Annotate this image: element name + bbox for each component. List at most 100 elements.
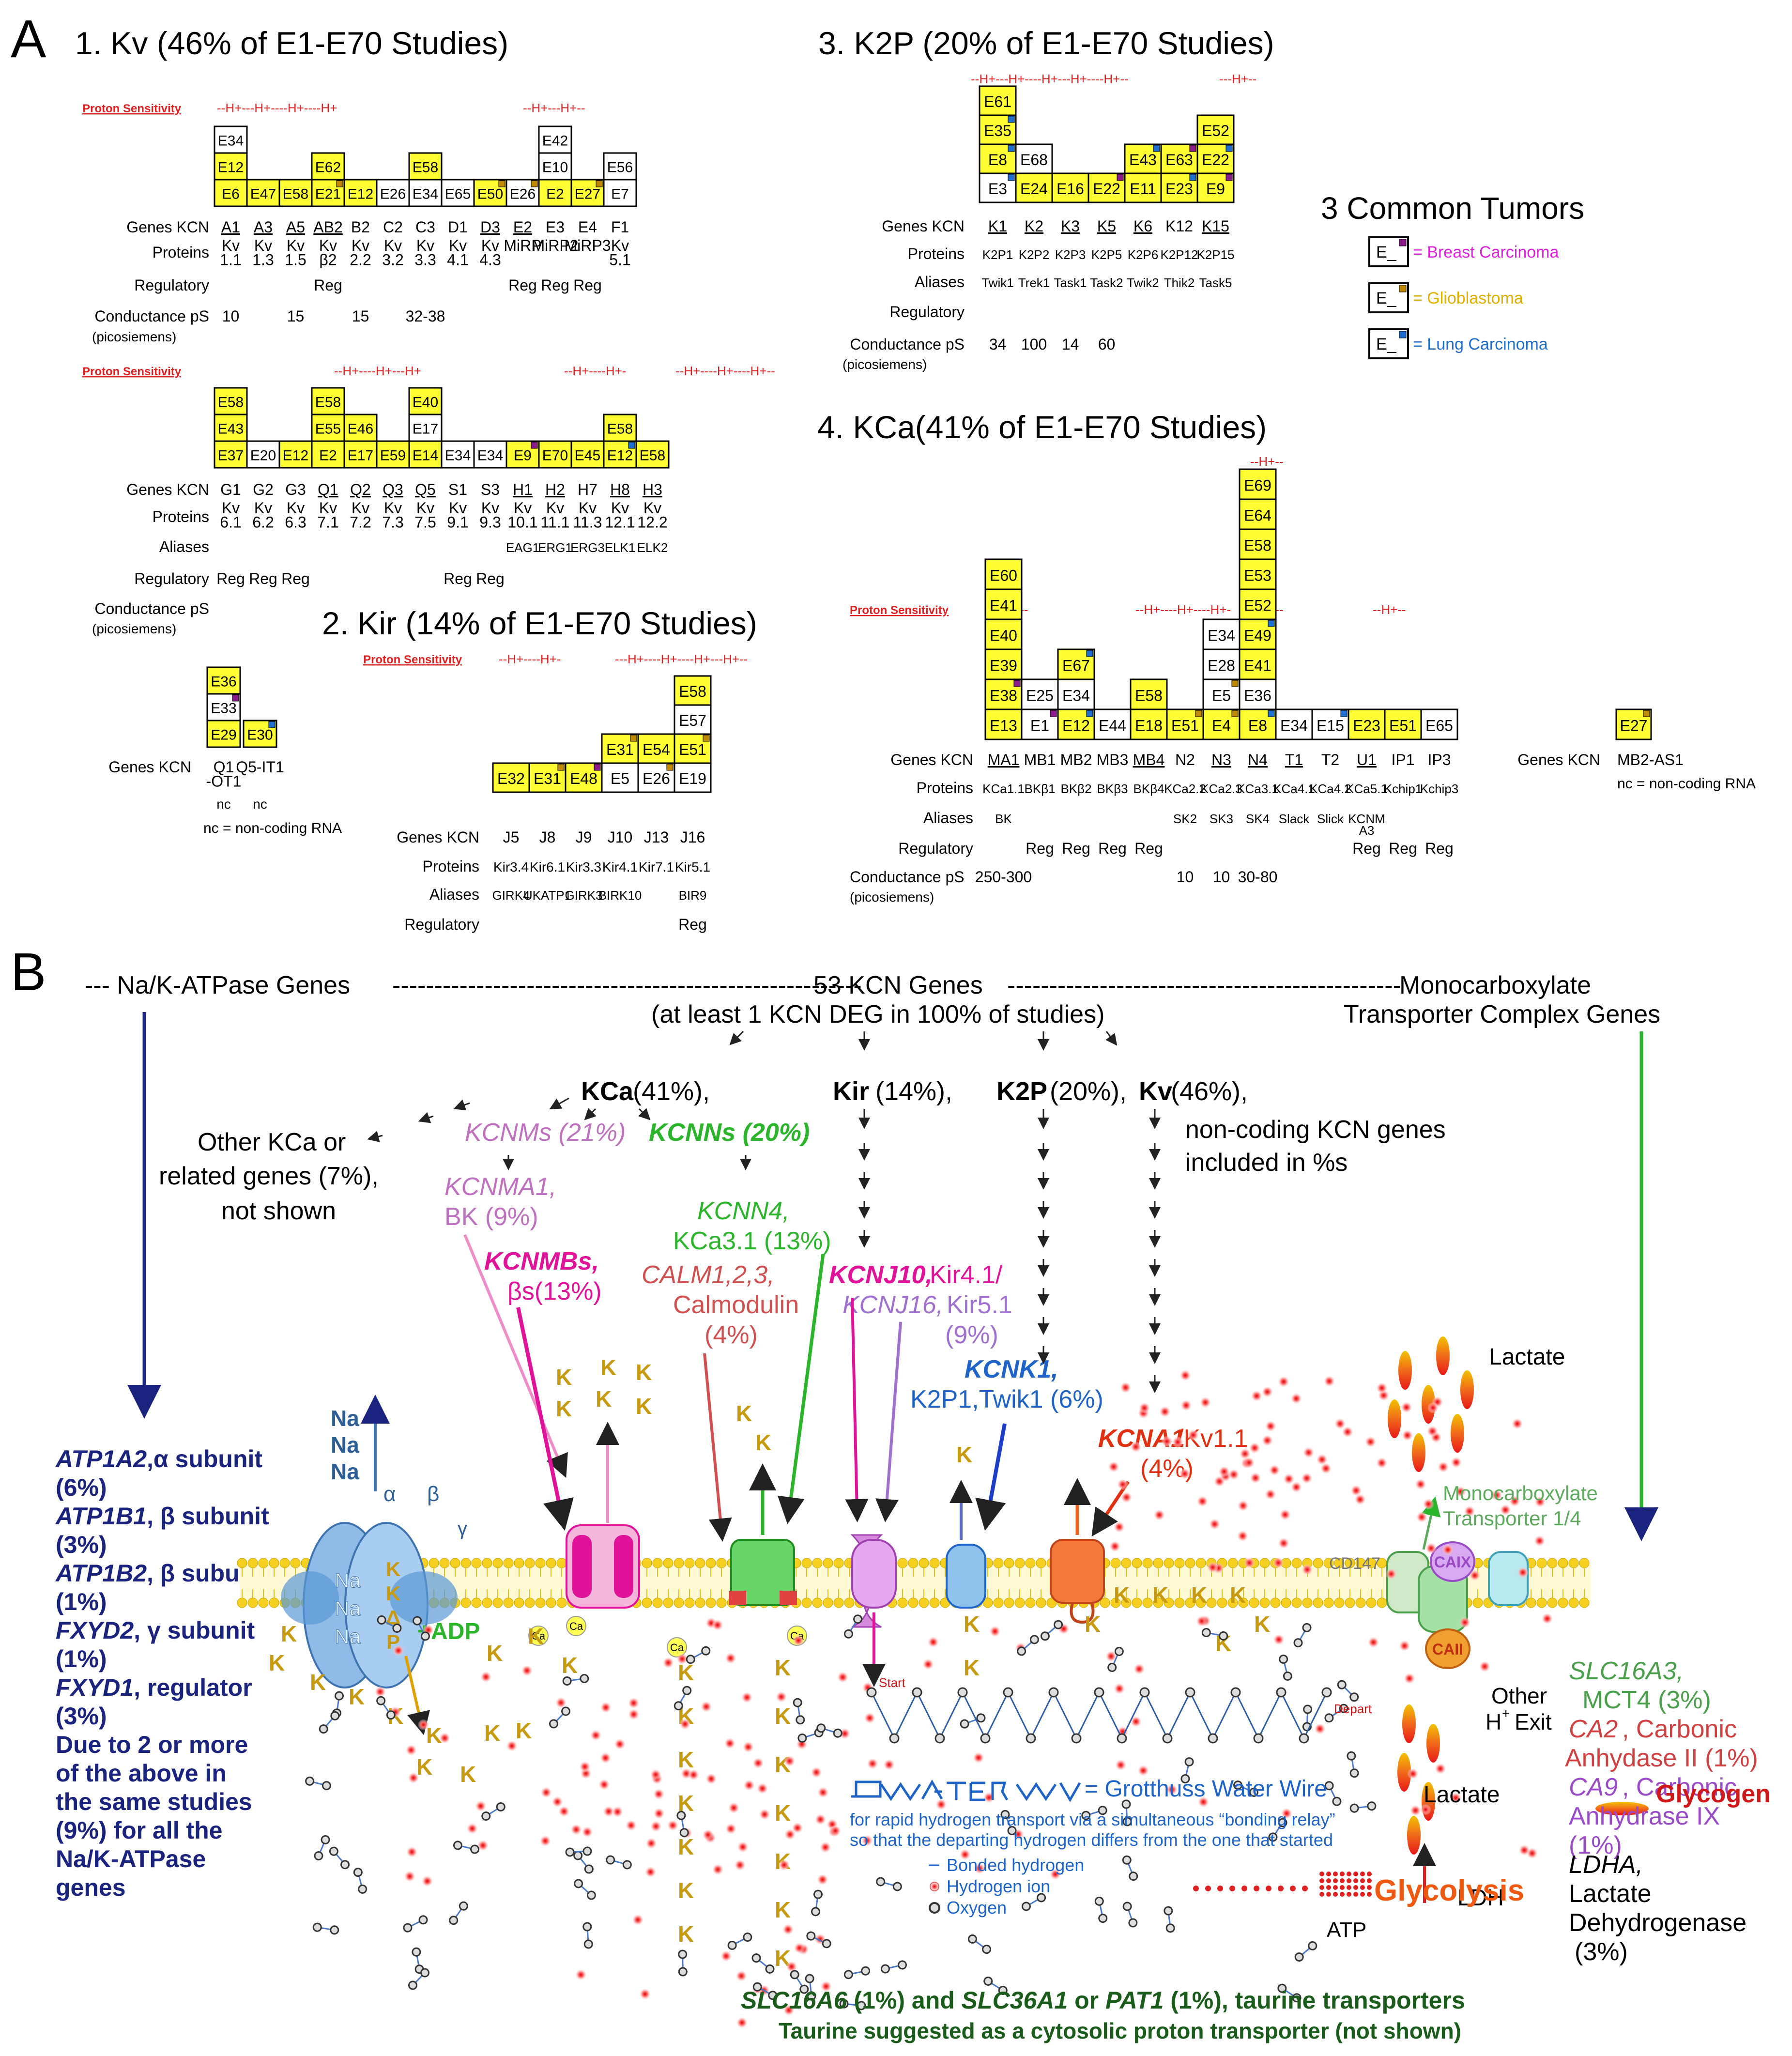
hydrogen-ion: [1278, 1886, 1284, 1891]
right-side-labels: Lactate Monocarboxylate Transporter 1/4 …: [879, 1344, 1771, 1966]
atpase-side: [281, 1571, 339, 1625]
lipid-head: [1132, 1597, 1142, 1608]
hydrogen-ion: [744, 1780, 755, 1791]
k2p-title: 3. K2P (20% of E1-E70 Studies): [818, 25, 1274, 61]
atpase-line: (6%): [56, 1474, 107, 1501]
study-id: E12: [607, 448, 633, 464]
protein-name: K2P6: [1128, 247, 1159, 262]
study-cell: [408, 387, 443, 415]
hydrogen-ion: [571, 1824, 582, 1835]
protein-name: BKβ4: [1133, 782, 1164, 796]
hydrogen-ion: [720, 1950, 732, 1962]
hydrogen-ion: [743, 1741, 754, 1752]
oxygen-atom: [880, 1964, 890, 1974]
hydrogen-ion: [1320, 1463, 1332, 1474]
oxygen-atom: [319, 1724, 328, 1734]
kcnms-label: KCNMs (21%): [465, 1119, 626, 1147]
tumor-tag: [1050, 710, 1057, 717]
study-id: E44: [1099, 717, 1126, 735]
conductance: 10: [1213, 868, 1230, 886]
lipid-head: [1174, 1558, 1185, 1568]
hydrogen-ion: [1302, 1564, 1313, 1575]
oxygen-atom: [386, 1710, 396, 1720]
glycolysis-dot: [1326, 1892, 1331, 1897]
lipid-head: [1334, 1597, 1345, 1608]
oxygen-atom: [1081, 1811, 1091, 1820]
study-id: E58: [315, 395, 341, 411]
lipid-head: [429, 1558, 439, 1568]
bk-beta-subunit: [614, 1535, 633, 1598]
study-id: E58: [640, 448, 665, 464]
proton-marks: --H+---H+--: [523, 101, 585, 115]
hydrogen-ion: [703, 1829, 714, 1841]
header-atpase: --- Na/K-ATPase Genes: [85, 971, 350, 999]
oxygen-atom: [1098, 1806, 1107, 1815]
hydrogen-ion: [654, 1808, 665, 1819]
water-molecule: [839, 1999, 866, 2010]
hydrogen-ion: [1459, 1617, 1470, 1628]
water-molecule: [582, 1922, 593, 1949]
potassium-ion: K: [964, 1611, 980, 1637]
calcium-ion: [528, 1626, 549, 1646]
oxygen-atom: [1249, 1787, 1258, 1797]
hydrogen-ion: [1302, 1886, 1308, 1891]
protein-name: nc: [216, 797, 231, 812]
lipid-head: [1004, 1597, 1014, 1608]
row-label: (picosiemens): [842, 357, 927, 372]
potassium-ion: K: [755, 1430, 771, 1455]
gene-kcn: MB2-AS1: [1617, 751, 1684, 768]
lipid-head: [503, 1558, 514, 1568]
protein-name: MiRP2: [532, 237, 578, 254]
hydrogen-ion: [653, 1789, 664, 1800]
atpase-line: ATP1B1, β subunit: [55, 1503, 269, 1530]
alias-name: GIRK4: [492, 888, 530, 903]
lipid-head: [556, 1558, 567, 1568]
proton-marks: --H+--: [1250, 454, 1284, 469]
hydrogen-ion: [1303, 1447, 1314, 1458]
oxygen-atom: [1122, 1902, 1132, 1911]
oxygen-atom: [565, 1847, 575, 1857]
hydrogen-ion: [973, 1752, 984, 1763]
study-cell: [441, 179, 475, 207]
oxygen-atom: [1302, 1623, 1312, 1632]
hydrogen-ion: [1427, 1402, 1439, 1413]
lipid-head: [844, 1597, 855, 1608]
protein-name: Kir3.3: [566, 859, 601, 875]
oxygen-atom: [727, 1940, 737, 1950]
study-id: E59: [380, 448, 406, 464]
gene-kcn: T2: [1321, 751, 1339, 768]
calmodulin-block: [780, 1591, 797, 1605]
hydrogen-ion: [1479, 1661, 1490, 1672]
hydrogen-ion: [1159, 1406, 1170, 1417]
alias-name: Twik2: [1127, 276, 1159, 290]
gene-kcn: A1: [221, 218, 240, 236]
hydrogen-ion: [1324, 1376, 1335, 1387]
k2p-table: --H+---H+----H+---H+----H+-----H+--E3E8E…: [842, 72, 1256, 372]
study-cell: [311, 440, 345, 469]
oxygen-atom: [1308, 1941, 1317, 1950]
oxygen-atom: [1107, 1662, 1117, 1672]
row-label: Regulatory: [898, 840, 973, 857]
hydrogen-ion: [1196, 1616, 1207, 1627]
oxygen-atom: [983, 1976, 993, 1986]
glycolysis-dot: [1360, 1878, 1365, 1883]
hydrogen-ion: [1427, 1426, 1438, 1437]
protein-name: KCa2.3: [1200, 782, 1242, 796]
oxygen-atom: [679, 1828, 689, 1838]
potassium-ion: K: [1254, 1611, 1270, 1637]
hydrogen-ion: [1342, 1427, 1353, 1438]
lipid-head: [514, 1597, 524, 1608]
row-label: Aliases: [915, 273, 965, 291]
hydrogen-ion: [1517, 1567, 1529, 1578]
study-cell: [343, 440, 378, 469]
family-k2p-pct: (20%),: [1050, 1077, 1127, 1106]
hydrogen-ion: [406, 1745, 417, 1756]
glycolysis-dot: [1367, 1878, 1372, 1883]
study-cell: [1196, 114, 1235, 145]
hydrogen-ion: [1138, 1765, 1149, 1776]
lipid-head: [993, 1597, 1004, 1608]
ldha-desc-1: Lactate: [1569, 1880, 1652, 1908]
potassium-ion: K: [964, 1655, 980, 1680]
